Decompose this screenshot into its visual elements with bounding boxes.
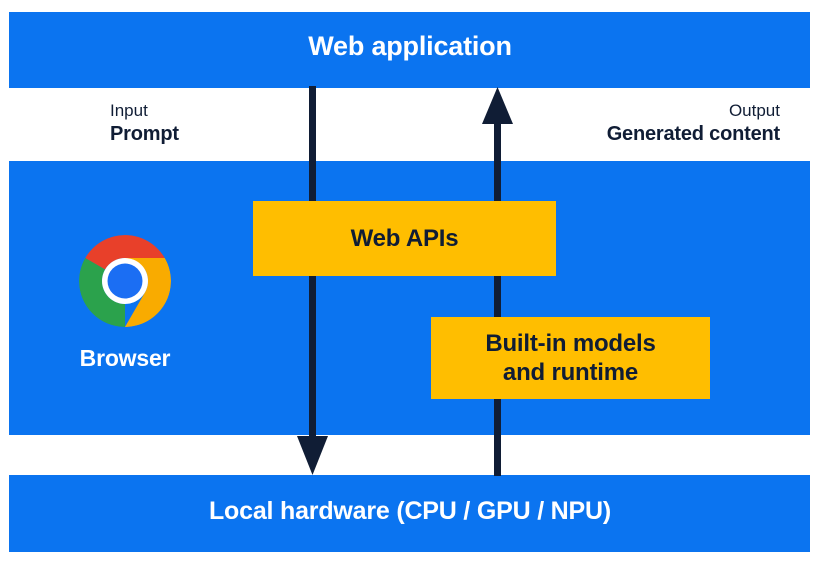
chrome-red-wedge bbox=[85, 235, 165, 270]
web-apis-label: Web APIs bbox=[350, 224, 459, 252]
builtin-models-label: Built-in models and runtime bbox=[485, 329, 656, 388]
builtin-models-box[interactable]: Built-in models and runtime bbox=[431, 317, 710, 399]
local-hardware-band bbox=[9, 475, 810, 552]
web-application-title: Web application bbox=[308, 31, 512, 61]
input-kind-text: Input bbox=[110, 101, 148, 120]
input-value-text: Prompt bbox=[110, 122, 179, 145]
builtin-models-line1: Built-in models bbox=[485, 329, 656, 357]
output-flow-label: Output Generated content bbox=[606, 100, 781, 147]
output-value-text: Generated content bbox=[606, 122, 781, 145]
web-application-band bbox=[9, 12, 810, 88]
builtin-models-line2: and runtime bbox=[502, 359, 639, 386]
chrome-green-wedge bbox=[79, 258, 125, 327]
web-apis-box[interactable]: Web APIs bbox=[253, 201, 556, 276]
input-flow-label: Input Prompt bbox=[110, 100, 179, 147]
browser-group: Browser bbox=[55, 235, 195, 372]
local-hardware-title: Local hardware (CPU / GPU / NPU) bbox=[208, 497, 611, 525]
chrome-logo-icon bbox=[79, 235, 171, 327]
output-kind-text: Output bbox=[728, 101, 780, 120]
chrome-yellow-wedge bbox=[125, 258, 171, 327]
browser-label: Browser bbox=[79, 345, 171, 371]
chrome-blue-center bbox=[107, 263, 143, 299]
